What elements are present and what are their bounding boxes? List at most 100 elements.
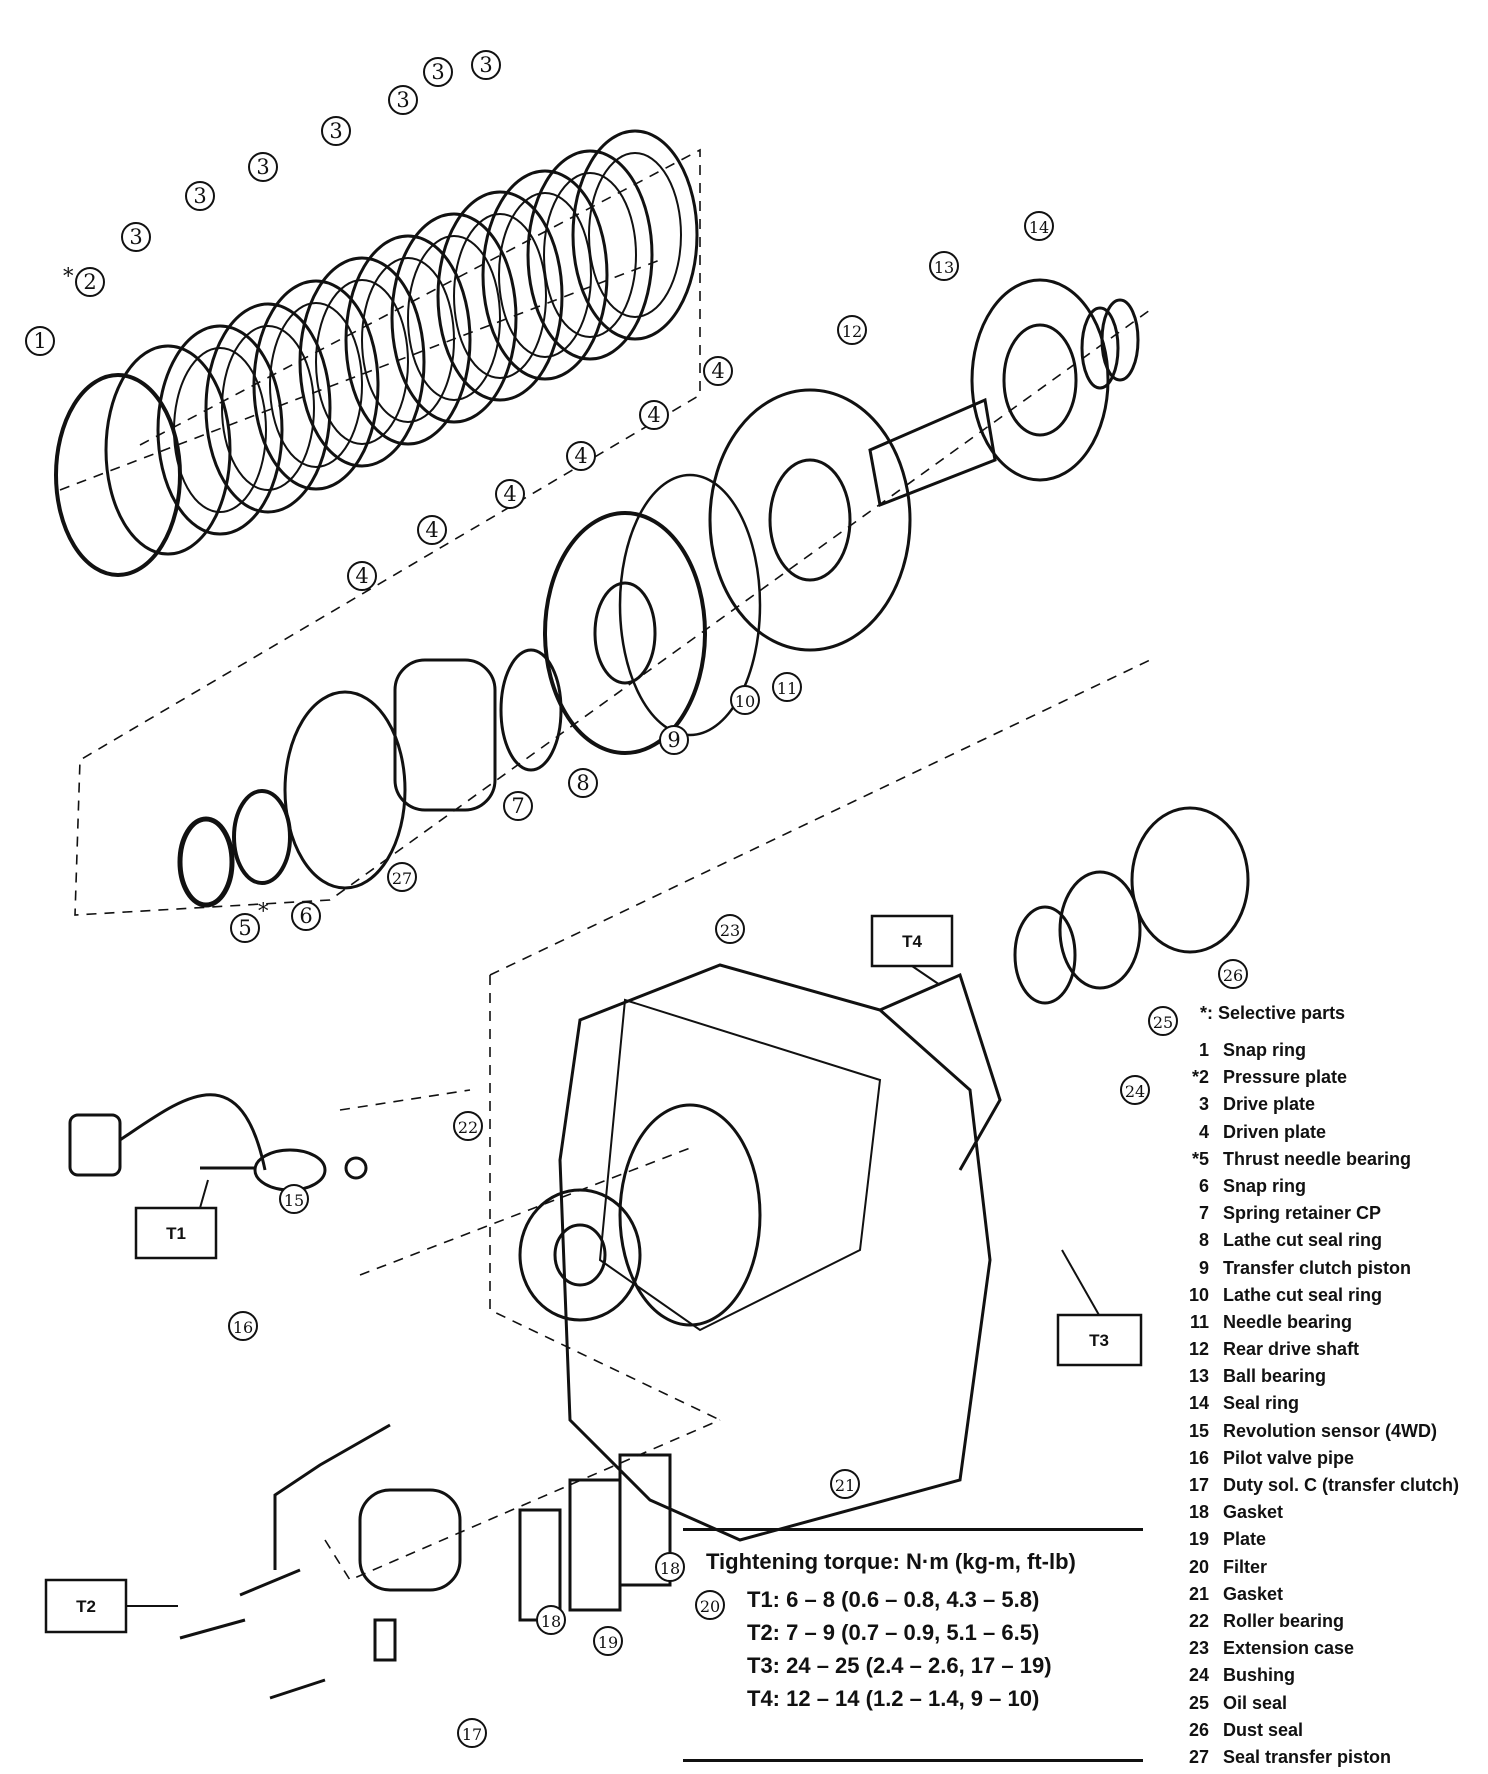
svg-text:19: 19 <box>598 1633 618 1652</box>
legend-item-number: 11 <box>1189 1311 1209 1332</box>
callout-24: 24 <box>1120 1075 1150 1105</box>
legend-item-number: 27 <box>1188 1746 1209 1767</box>
legend-item-number: 8 <box>1198 1230 1209 1251</box>
selective-parts-note: *: Selective parts <box>1200 1003 1346 1023</box>
legend-item-name: Pilot valve pipe <box>1223 1447 1355 1468</box>
legend-item-number: 21 <box>1188 1583 1209 1604</box>
svg-text:4: 4 <box>574 444 587 468</box>
svg-text:3: 3 <box>256 155 269 179</box>
legend-item-number: 3 <box>1198 1094 1209 1115</box>
svg-text:4: 4 <box>503 482 516 506</box>
legend-item-number: 9 <box>1198 1257 1209 1278</box>
svg-text:26: 26 <box>1223 966 1243 985</box>
svg-text:16: 16 <box>233 1318 253 1337</box>
legend-item-name: Rear drive shaft <box>1223 1339 1360 1360</box>
torque-leaders <box>126 965 1100 1607</box>
callout-8: 8 <box>568 768 598 798</box>
callout-19: 19 <box>593 1626 623 1656</box>
svg-text:24: 24 <box>1125 1082 1145 1101</box>
revolution-sensor-part <box>68 1093 368 1192</box>
legend-item-number: *2 <box>1191 1067 1209 1088</box>
svg-text:9: 9 <box>667 728 680 752</box>
assembly-guide-lines <box>59 148 1151 1582</box>
callout-3: 3 <box>471 50 501 80</box>
svg-text:7: 7 <box>511 794 524 818</box>
legend-item: 4 Driven plate <box>1165 1122 1488 1149</box>
callout-26: 26 <box>1218 959 1248 989</box>
legend-item-number: 15 <box>1188 1420 1209 1441</box>
legend-item-number: 18 <box>1188 1502 1209 1523</box>
spring-retainer-part <box>393 658 497 812</box>
legend-item-name: Duty sol. C (transfer clutch) <box>1223 1475 1460 1495</box>
legend-item-number: 20 <box>1188 1556 1209 1577</box>
callout-14: 14 <box>1024 211 1054 241</box>
torque-row-t4: T4: 12 – 14 (1.2 – 1.4, 9 – 10) <box>747 1686 1040 1711</box>
legend-item-name: Revolution sensor (4WD) <box>1223 1420 1438 1441</box>
legend-item-number: 16 <box>1188 1447 1209 1468</box>
callout-20: 20 <box>695 1590 725 1620</box>
svg-text:21: 21 <box>835 1476 855 1495</box>
svg-text:14: 14 <box>1029 218 1049 237</box>
svg-text:4: 4 <box>647 403 660 427</box>
svg-text:3: 3 <box>396 88 409 112</box>
callout-9: 9 <box>659 725 689 755</box>
legend-item: 11 Needle bearing <box>1165 1312 1488 1339</box>
callout-15: 15 <box>279 1184 309 1214</box>
svg-text:3: 3 <box>129 225 142 249</box>
callout-3: 3 <box>185 181 215 211</box>
torque-row-t1: T1: 6 – 8 (0.6 – 0.8, 4.3 – 5.8) <box>747 1587 1040 1612</box>
svg-text:13: 13 <box>934 258 954 277</box>
callout-18: 18 <box>536 1605 566 1635</box>
callout-22: 22 <box>453 1111 483 1141</box>
callout-6: 6 <box>291 901 321 931</box>
legend-item-name: Dust seal <box>1223 1719 1304 1740</box>
torque-label-t2: T2 <box>44 1578 128 1634</box>
callout-7: 7 <box>503 791 533 821</box>
legend-item: 26 Dust seal <box>1165 1720 1488 1747</box>
legend-item-name: Plate <box>1223 1529 1267 1550</box>
callout-5: 5 <box>230 913 260 943</box>
legend-item-name: Driven plate <box>1223 1121 1327 1142</box>
legend-item-name: Extension case <box>1223 1638 1355 1659</box>
torque-rule-top <box>683 1528 1143 1531</box>
legend-item-name: Filter <box>1223 1556 1268 1577</box>
callout-10: 10 <box>730 685 760 715</box>
svg-text:11: 11 <box>777 679 797 698</box>
legend-item-number: 1 <box>1198 1040 1209 1060</box>
legend-item-name: Needle bearing <box>1223 1311 1353 1332</box>
svg-text:2: 2 <box>83 270 96 294</box>
callout-21: 21 <box>830 1469 860 1499</box>
legend-item-name: Lathe cut seal ring <box>1223 1284 1383 1305</box>
duty-solenoid-part <box>179 1423 672 1700</box>
svg-text:T1: T1 <box>166 1224 186 1243</box>
svg-text:12: 12 <box>842 322 862 341</box>
legend-item-number: 26 <box>1188 1719 1209 1740</box>
torque-title: Tightening torque: N·m (kg-m, ft-lb) <box>706 1549 1076 1574</box>
thrust-bearing-part <box>177 816 235 908</box>
snap-ring-part <box>54 373 182 577</box>
legend-item-name: Thrust needle bearing <box>1223 1148 1412 1169</box>
legend-item-number: 4 <box>1198 1121 1209 1142</box>
legend-item-number: 13 <box>1188 1366 1209 1387</box>
svg-text:22: 22 <box>458 1118 478 1137</box>
svg-text:10: 10 <box>735 692 755 711</box>
callout-27: 27 <box>387 862 417 892</box>
svg-text:15: 15 <box>284 1191 304 1210</box>
torque-label-t3: T3 <box>1056 1313 1143 1367</box>
callout-2: 2 <box>75 267 105 297</box>
pressure-plate-part <box>104 344 232 556</box>
callout-3: 3 <box>423 57 453 87</box>
